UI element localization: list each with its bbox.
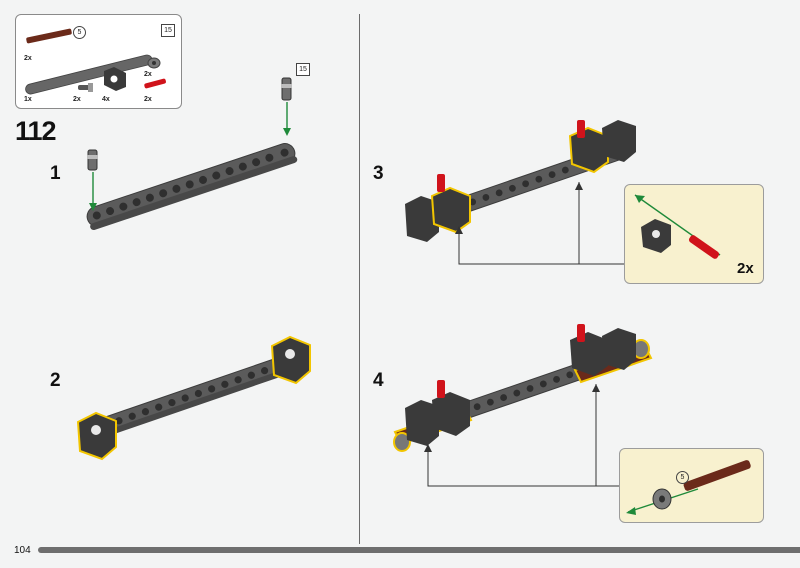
length-badge-step1: 15: [296, 63, 310, 76]
substep-3-illustration: [405, 120, 636, 265]
callout-step3: 2x: [624, 184, 764, 284]
length-badge-beam: 15: [161, 24, 175, 37]
qty-connector: 2x: [73, 96, 81, 103]
substep-label-2: 2: [50, 370, 61, 391]
parts-illustrations: [25, 28, 166, 95]
qty-pin-axle-connector: 4x: [102, 96, 110, 103]
callout-step3-illustration: [634, 194, 721, 259]
step-number: 112: [15, 116, 57, 146]
parts-list-box: 5 15 2x 1x 2x 4x 2x 2x: [15, 14, 182, 109]
qty-red-axle: 2x: [144, 96, 152, 103]
qty-bush: 2x: [144, 71, 152, 78]
substep-label-4: 4: [373, 370, 384, 391]
page-number: 104: [14, 545, 31, 556]
qty-axle: 2x: [24, 55, 32, 62]
brown-axle-part: [26, 28, 72, 44]
length-badge-axle: 5: [73, 26, 86, 39]
callout-step4: 5: [619, 448, 764, 523]
substep-label-3: 3: [373, 163, 384, 184]
page-progress-bar: [38, 547, 800, 553]
substep-1-illustration: [86, 77, 298, 231]
substep-2-illustration: [76, 335, 311, 461]
callout-step4-illustration: [626, 460, 751, 515]
length-badge-step4: 5: [676, 471, 689, 484]
qty-beam: 1x: [24, 96, 32, 103]
column-divider: [359, 14, 360, 544]
substep-label-1: 1: [50, 163, 61, 184]
pin-right: [281, 77, 292, 101]
pin-left: [87, 149, 98, 171]
callout-qty-step3: 2x: [737, 260, 754, 277]
